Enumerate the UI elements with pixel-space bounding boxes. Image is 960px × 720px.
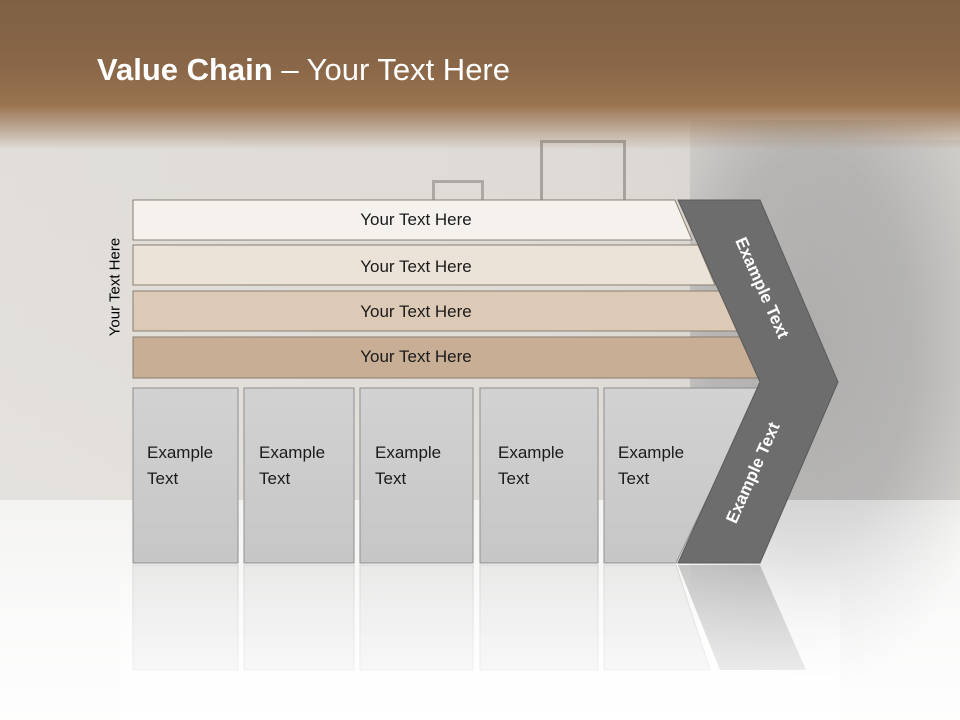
cell-1-line1: Example [147,443,214,462]
cell-3-line2: Text [375,469,407,488]
cell-1-line2: Text [147,469,179,488]
cell-1 [132,387,239,564]
cell-2 [243,387,355,564]
bar-4-label: Your Text Here [360,347,472,366]
bar-2-label: Your Text Here [360,257,472,276]
reflection-fade [120,563,840,720]
cell-3-line1: Example [375,443,442,462]
bar-1 [132,199,693,241]
bar-3-label: Your Text Here [360,302,472,321]
title-bold: Value Chain [97,52,273,87]
header-band [0,0,960,150]
cell-4-line2: Text [498,469,530,488]
cell-4 [479,387,599,564]
cell-2-line1: Example [259,443,326,462]
slide-title: Value Chain – Your Text Here [97,52,510,88]
cell-5-line2: Text [618,469,650,488]
cell-4-line1: Example [498,443,565,462]
bar-2 [132,244,716,286]
cell-2-line2: Text [259,469,291,488]
bar-1-label: Your Text Here [360,210,472,229]
cell-5-line1: Example [618,443,685,462]
cell-3 [359,387,474,564]
title-rest: – Your Text Here [281,52,510,87]
